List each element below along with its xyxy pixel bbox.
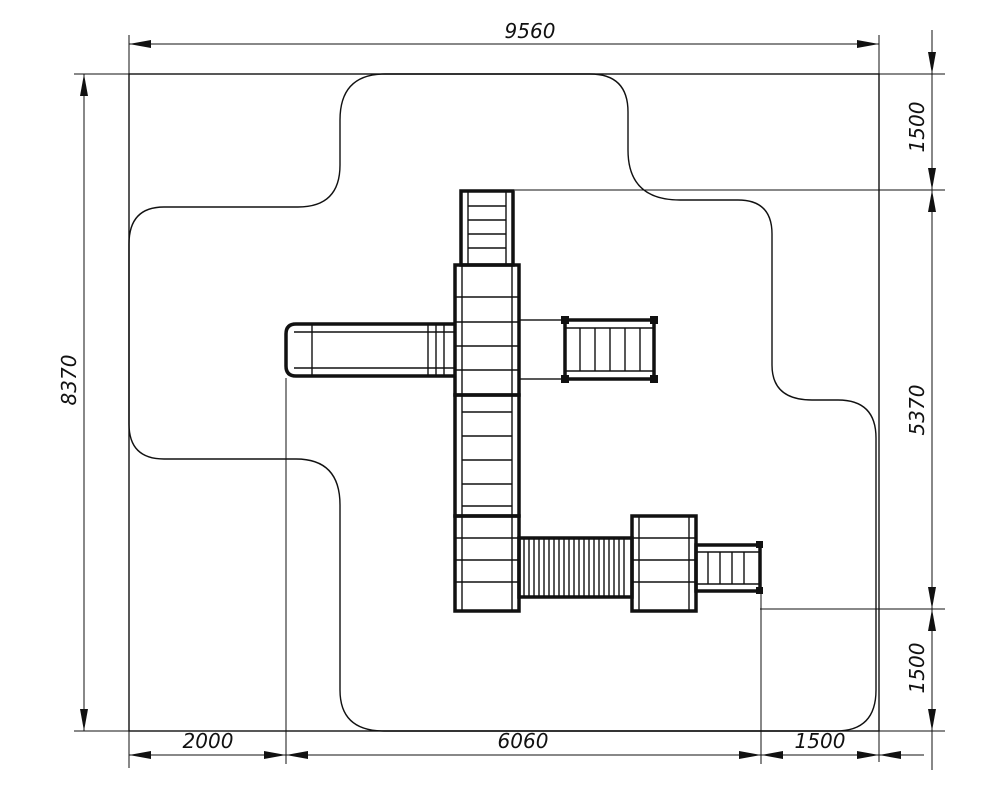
right-ladder [518,316,658,383]
left-slide [284,322,455,378]
dimension-right-chain: 1500 5370 1500 [905,30,936,770]
dimension-label-overall-width: 9560 [505,19,556,43]
lower-right-tower [630,514,698,613]
upper-tower [453,263,521,397]
dimension-label-bottom-offset: 1500 [905,643,929,694]
dimension-label-span-width: 6060 [498,729,549,753]
dimension-label-right-offset: 1500 [795,729,846,753]
top-ladder [459,189,515,267]
dimension-label-top-offset: 1500 [905,102,929,153]
lower-left-tower [453,514,521,613]
safety-zone-outline [128,73,877,732]
rope-bridge [517,536,634,599]
dimension-overall-width: 9560 [129,19,879,48]
dimension-label-overall-height: 8370 [57,355,81,406]
playground-structure [284,189,763,613]
bottom-right-ladder [694,541,763,594]
dimension-label-middle-height: 5370 [905,385,929,436]
dimension-overall-height: 8370 [57,74,88,731]
extension-lines [74,35,945,768]
area-boundary [128,73,880,732]
dimension-label-left-offset: 2000 [183,729,234,753]
dimension-bottom-chain: 2000 6060 1500 [129,729,924,759]
middle-climber [453,393,521,518]
